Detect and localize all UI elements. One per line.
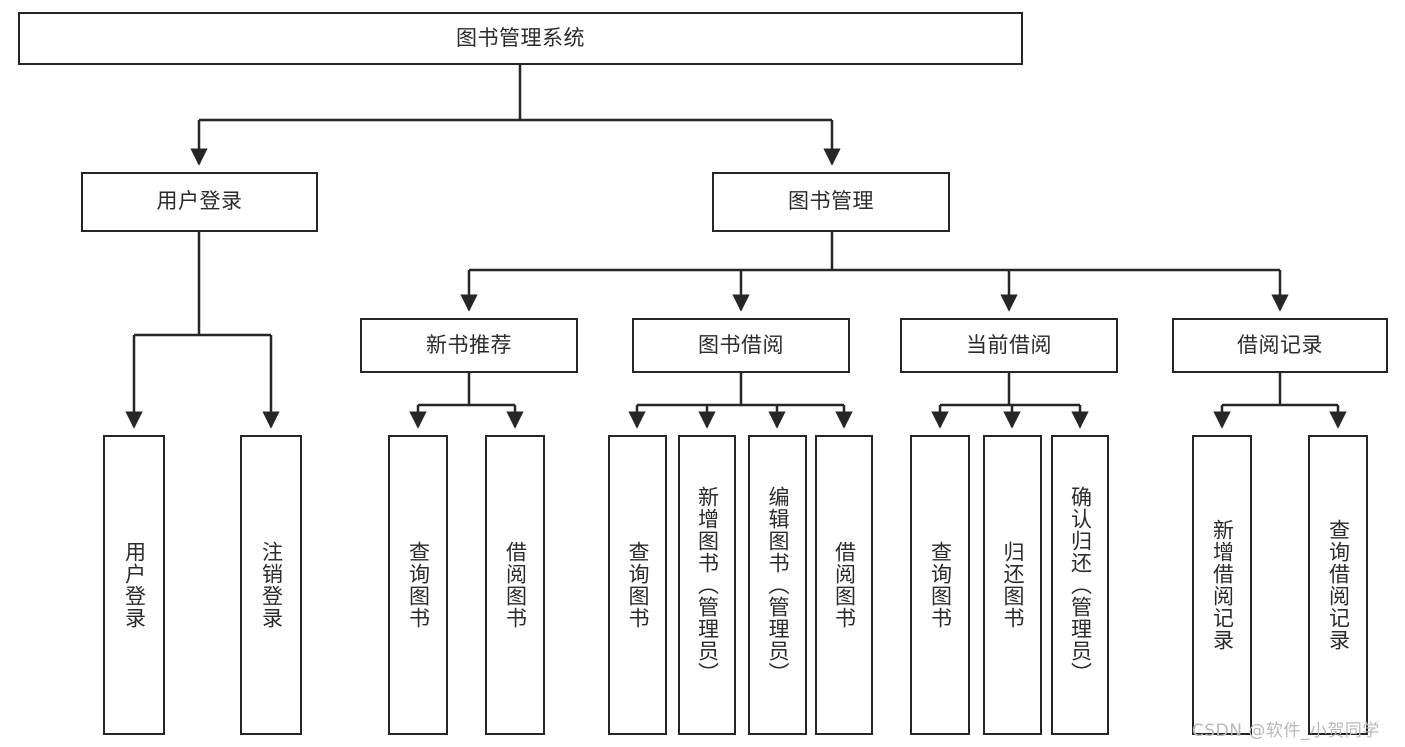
node-leaf-edit-book-label: 编辑图书（管理员）	[765, 486, 790, 684]
node-book-borrow-label: 图书借阅	[698, 332, 784, 357]
node-borrow-record-label: 借阅记录	[1237, 332, 1323, 357]
node-leaf-user-logout-label: 注销登录	[259, 541, 284, 629]
node-leaf-user-login[interactable]: 用户登录	[103, 435, 165, 735]
node-leaf-add-book[interactable]: 新增图书（管理员）	[678, 435, 736, 735]
node-leaf-borrow-book-rec[interactable]: 借阅图书	[485, 435, 545, 735]
node-leaf-add-borrow-record[interactable]: 新增借阅记录	[1192, 435, 1252, 735]
node-new-book-recommend[interactable]: 新书推荐	[360, 318, 578, 373]
node-leaf-query-book-borrow-label: 查询图书	[625, 541, 650, 629]
node-leaf-borrow-book[interactable]: 借阅图书	[815, 435, 873, 735]
node-root-label: 图书管理系统	[456, 25, 585, 50]
node-leaf-user-logout[interactable]: 注销登录	[240, 435, 302, 735]
node-leaf-confirm-return-label: 确认归还（管理员）	[1068, 486, 1093, 684]
node-leaf-query-book-current[interactable]: 查询图书	[910, 435, 970, 735]
node-book-management[interactable]: 图书管理	[712, 172, 950, 232]
node-leaf-confirm-return[interactable]: 确认归还（管理员）	[1051, 435, 1109, 735]
node-leaf-return-book-label: 归还图书	[1000, 541, 1025, 629]
node-leaf-query-book-borrow[interactable]: 查询图书	[608, 435, 667, 735]
node-leaf-query-book-rec-label: 查询图书	[406, 541, 431, 629]
node-user-login[interactable]: 用户登录	[81, 172, 318, 232]
csdn-watermark: CSDN @软件_小贺同学	[1192, 721, 1380, 741]
node-leaf-edit-book[interactable]: 编辑图书（管理员）	[748, 435, 807, 735]
node-borrow-record[interactable]: 借阅记录	[1172, 318, 1388, 373]
node-current-borrow-label: 当前借阅	[966, 332, 1052, 357]
node-leaf-add-book-label: 新增图书（管理员）	[695, 486, 720, 684]
node-book-borrow[interactable]: 图书借阅	[632, 318, 850, 373]
node-leaf-borrow-book-rec-label: 借阅图书	[503, 541, 528, 629]
node-user-login-label: 用户登录	[156, 189, 243, 214]
node-current-borrow[interactable]: 当前借阅	[900, 318, 1118, 373]
node-leaf-query-borrow-record[interactable]: 查询借阅记录	[1308, 435, 1368, 735]
node-leaf-user-login-label: 用户登录	[122, 541, 147, 629]
node-new-book-recommend-label: 新书推荐	[426, 332, 512, 357]
node-leaf-query-book-current-label: 查询图书	[928, 541, 953, 629]
node-leaf-query-borrow-record-label: 查询借阅记录	[1326, 519, 1351, 651]
node-leaf-add-borrow-record-label: 新增借阅记录	[1210, 519, 1235, 651]
node-leaf-query-book-rec[interactable]: 查询图书	[388, 435, 448, 735]
node-root[interactable]: 图书管理系统	[18, 12, 1023, 65]
node-leaf-return-book[interactable]: 归还图书	[983, 435, 1042, 735]
node-leaf-borrow-book-label: 借阅图书	[832, 541, 857, 629]
node-book-management-label: 图书管理	[788, 189, 874, 214]
